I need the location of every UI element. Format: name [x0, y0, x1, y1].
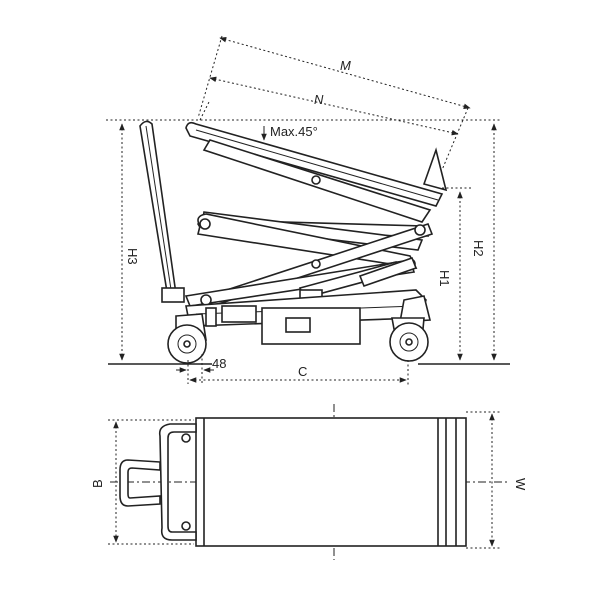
label-h1: H1	[437, 270, 452, 287]
label-n: N	[314, 92, 324, 107]
top-view: B W	[90, 404, 528, 560]
side-view: M N Max.45° H3 H1 H2 48 C	[106, 35, 510, 386]
dimension-m-line	[219, 37, 471, 109]
right-wheel	[389, 317, 429, 362]
tilted-platform	[185, 121, 448, 207]
push-handle	[139, 120, 185, 303]
label-b: B	[90, 479, 105, 488]
label-h3: H3	[125, 248, 140, 265]
label-w: W	[513, 478, 528, 491]
label-m: M	[340, 58, 351, 73]
extension-line-platform-end	[441, 107, 469, 171]
top-handle	[119, 423, 197, 541]
dimension-n-line	[209, 76, 459, 136]
scissor-arms	[184, 139, 434, 311]
left-wheel	[167, 313, 207, 364]
dimension-m-extension	[197, 35, 223, 119]
extension-line-platform-start	[199, 99, 211, 121]
label-48: 48	[212, 356, 226, 371]
label-angle: Max.45°	[270, 124, 318, 139]
chassis	[185, 289, 432, 345]
hydraulic-cylinder	[298, 256, 418, 311]
platform-outline	[195, 417, 467, 547]
label-h2: H2	[471, 240, 486, 257]
label-c: C	[298, 364, 307, 379]
